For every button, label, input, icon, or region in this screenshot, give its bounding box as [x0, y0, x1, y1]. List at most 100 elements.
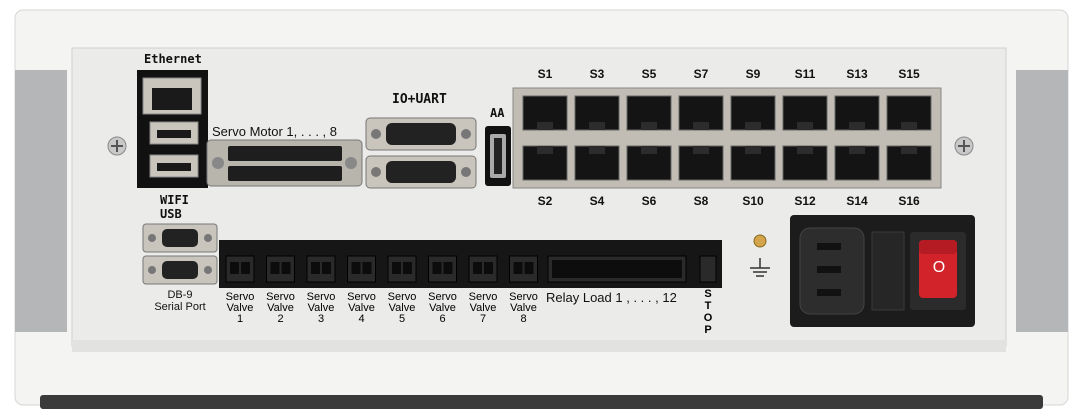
servo-valve-label-line1: Servo: [387, 291, 417, 303]
servo-valve-label-line2: Valve: [429, 302, 456, 314]
port-label-top: S3: [589, 67, 605, 81]
screw-icon: [954, 136, 974, 156]
port-label-top: S5: [641, 67, 657, 81]
terminal-pin-slot: [270, 262, 280, 274]
terminal-pin-slot: [311, 262, 320, 274]
ground-icon: [750, 234, 770, 277]
servo-valve-label-line1: Servo: [428, 291, 457, 303]
servo-valve-label-line1: Servo: [509, 291, 538, 303]
servo-motor-label: Servo Motor 1, . . . , 8: [212, 124, 337, 139]
servo-valve-label-line2: Valve: [348, 302, 375, 314]
rj45-latch: [693, 146, 709, 154]
valve-terminals: [225, 255, 538, 283]
terminal-pin-slot: [322, 262, 331, 274]
rj45-latch: [589, 146, 605, 154]
stop-label-o: O: [703, 312, 713, 324]
terminal-pin-slot: [403, 262, 412, 274]
terminal-pin-slot: [362, 262, 372, 274]
terminal-pin-slot: [281, 262, 291, 274]
rj45-latch: [537, 146, 553, 154]
servo-valve-label-line1: Servo: [468, 291, 498, 303]
rj45-latch: [537, 122, 553, 130]
servo-valve-label-num: 8: [520, 313, 527, 325]
servo-valve-label-line2: Valve: [226, 302, 254, 314]
port-label-bottom: S16: [898, 194, 920, 208]
rj45-latch: [901, 122, 917, 130]
db9-label-line1: DB-9: [167, 289, 193, 301]
servo-valve-label-num: 4: [358, 313, 365, 325]
ethernet-usb-block: [137, 70, 208, 188]
terminal-pin-slot: [230, 262, 239, 274]
relay-load-label: Relay Load 1 , . . . , 12: [546, 290, 677, 305]
rj45-latch: [745, 146, 761, 154]
port-label-bottom: S14: [846, 194, 868, 208]
terminal-pin-slot: [473, 262, 482, 274]
port-label-top: S9: [745, 67, 761, 81]
servo-valve-label-line2: Valve: [510, 302, 537, 314]
port-label-bottom: S8: [693, 194, 709, 208]
right-rail: [1016, 70, 1068, 332]
port-label-top: S13: [846, 67, 868, 81]
usb-label: USB: [160, 207, 182, 221]
port-label-bottom: S12: [794, 194, 816, 208]
port-label-top: S7: [693, 67, 709, 81]
rj45-latch: [849, 122, 865, 130]
servo-valve-label-line2: Valve: [388, 302, 416, 314]
servo-valve-label-num: 1: [236, 313, 244, 325]
rj45-latch: [589, 122, 605, 130]
relay-load-terminal[interactable]: [547, 255, 687, 283]
lower-lip: [72, 340, 1006, 352]
port-label-top: S15: [898, 67, 920, 81]
db9-serial-port-bottom[interactable]: [142, 255, 218, 285]
rj45-latch: [901, 146, 917, 154]
rj45-latch: [641, 122, 657, 130]
port-label-bottom: S10: [742, 194, 764, 208]
servo-motor-connector[interactable]: [206, 139, 363, 187]
terminal-pin-slot: [351, 262, 361, 274]
rj45-latch: [797, 122, 813, 130]
terminal-pin-slot: [392, 262, 401, 274]
rj45-grid: [522, 95, 932, 181]
wifi-label: WIFI: [160, 193, 189, 207]
ethernet-label: Ethernet: [144, 52, 202, 66]
servo-valve-label-line2: Valve: [469, 302, 497, 314]
servo-valve-label-line2: Valve: [267, 302, 294, 314]
port-label-bottom: S6: [641, 194, 657, 208]
terminal-pin-slot: [484, 262, 493, 274]
left-rail: [15, 70, 67, 332]
port-label-bottom: S4: [589, 194, 605, 208]
stop-label-t: T: [704, 300, 712, 312]
port-label-bottom: S2: [537, 194, 553, 208]
port-label-top: S11: [794, 67, 816, 81]
stop-label-s: S: [704, 288, 712, 300]
power-socket-icon[interactable]: [799, 227, 865, 315]
port-label-top: S1: [537, 67, 553, 81]
terminal-pin-slot: [443, 262, 453, 274]
io-uart-connector-top[interactable]: [365, 117, 477, 151]
servo-valve-label-num: 5: [398, 313, 406, 325]
db9-serial-port-top[interactable]: [142, 223, 218, 253]
servo-valve-label-num: 2: [277, 313, 284, 325]
power-switch-icon[interactable]: [910, 232, 966, 310]
bottom-foot: [40, 395, 1043, 409]
rj45-latch: [849, 146, 865, 154]
db9-label-line2: Serial Port: [154, 301, 206, 313]
power-switch-mark: O: [932, 259, 946, 276]
aa-port[interactable]: [485, 126, 511, 186]
rj45-latch: [693, 122, 709, 130]
rj45-latch: [641, 146, 657, 154]
io-uart-label: IO+UART: [392, 92, 447, 107]
servo-valve-label-line1: Servo: [347, 291, 376, 303]
stop-terminal[interactable]: [699, 255, 717, 283]
io-uart-connector-bottom[interactable]: [365, 155, 477, 189]
servo-valve-label-line1: Servo: [306, 291, 336, 303]
stop-label-p: P: [704, 324, 712, 336]
terminal-pin-slot: [241, 262, 250, 274]
servo-valve-label-line2: Valve: [307, 302, 335, 314]
rj45-latch: [797, 146, 813, 154]
servo-valve-label-num: 3: [317, 313, 325, 325]
servo-valve-label-num: 7: [479, 313, 487, 325]
rj45-latch: [745, 122, 761, 130]
